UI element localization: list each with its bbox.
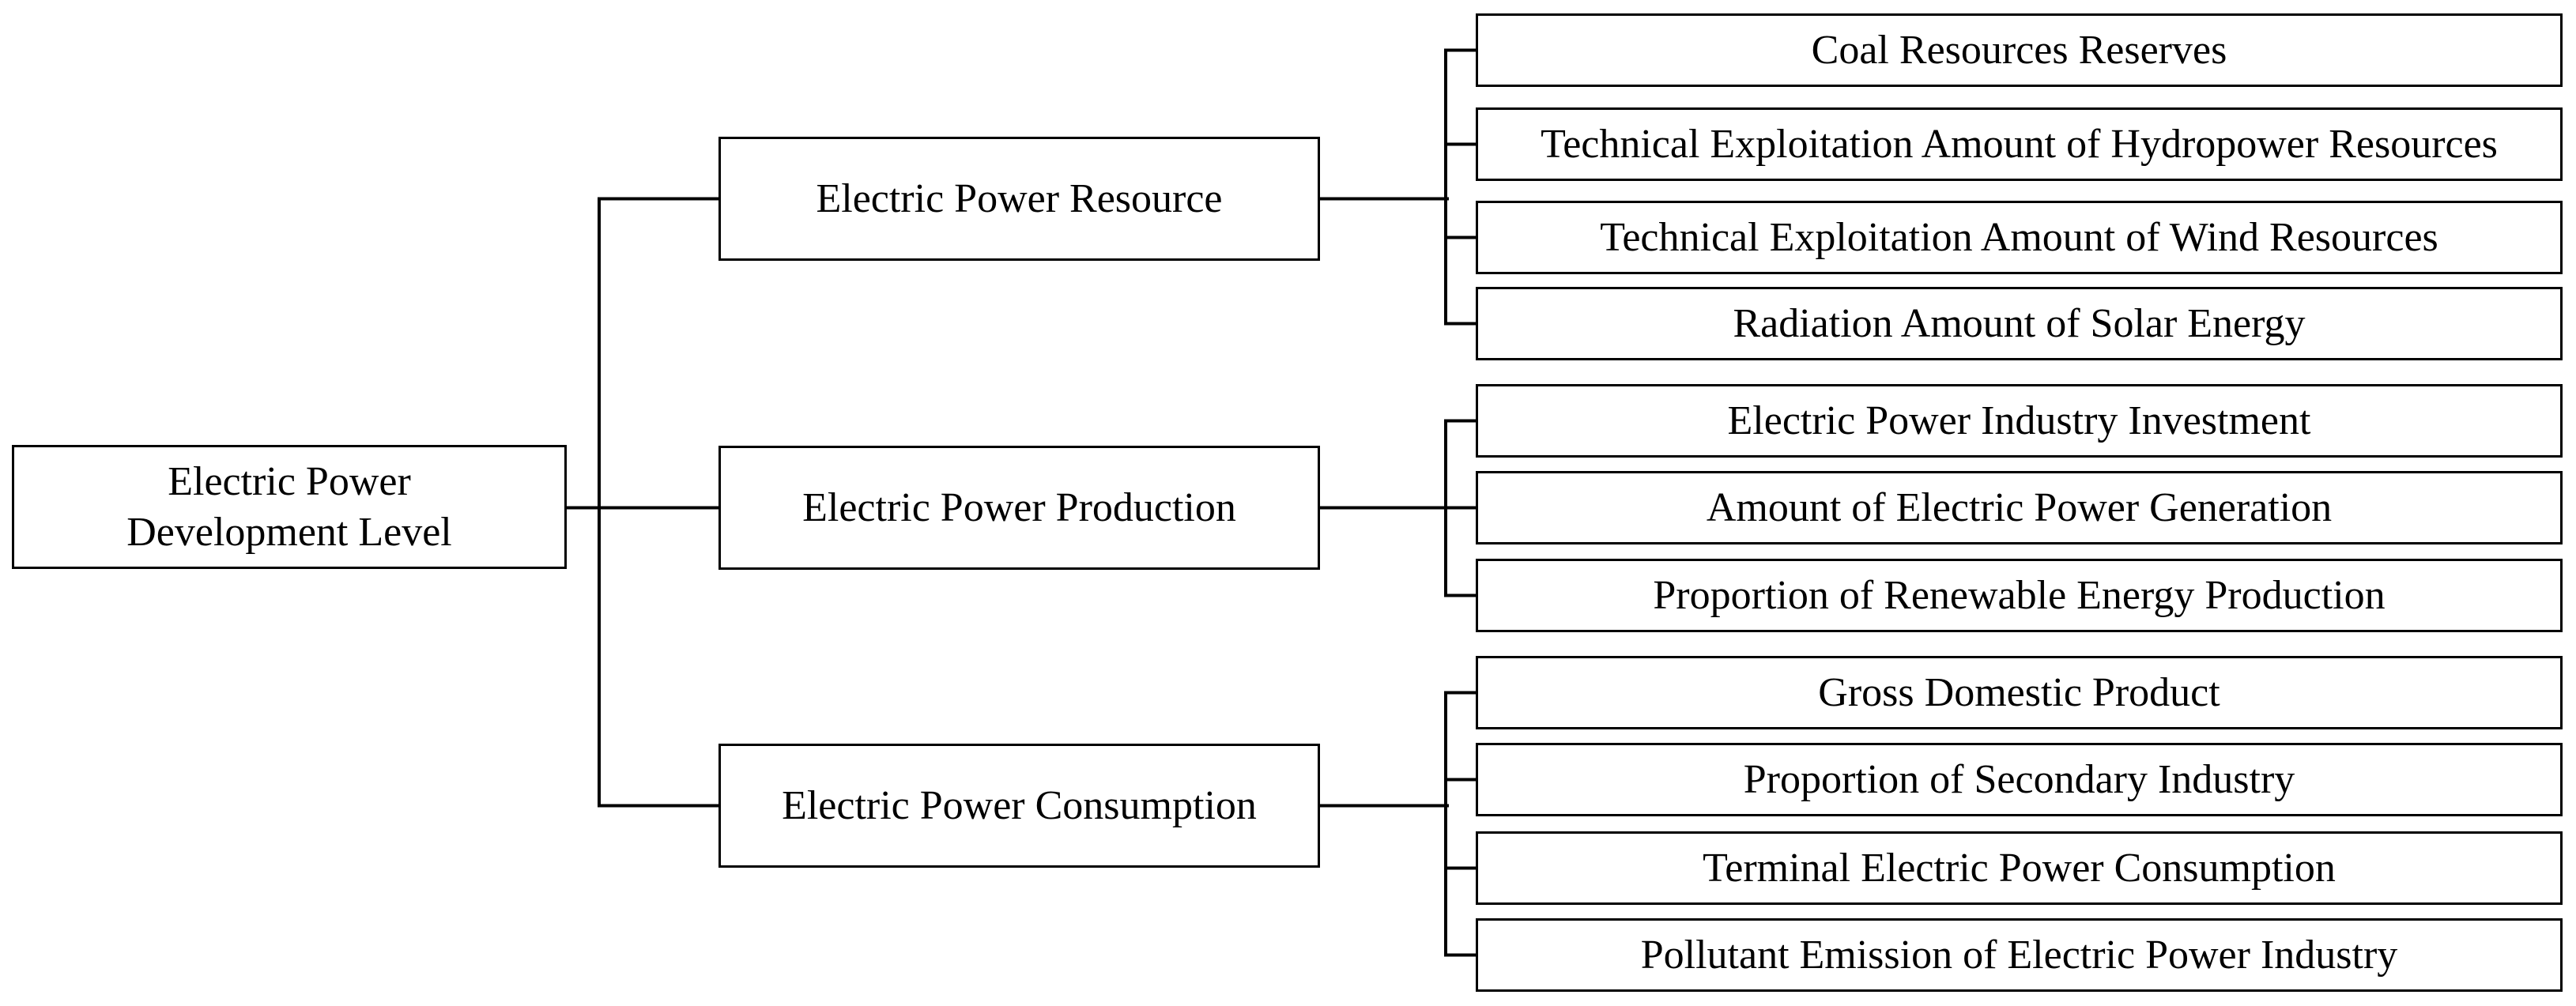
leaf-node-pollutant-emission: Pollutant Emission of Electric Power Ind…: [1476, 918, 2563, 992]
leaf-node-gross-domestic-product: Gross Domestic Product: [1476, 656, 2563, 729]
leaf-node-technical-exploitation-wind: Technical Exploitation Amount of Wind Re…: [1476, 201, 2563, 274]
leaf-node-industry-investment: Electric Power Industry Investment: [1476, 384, 2563, 458]
leaf-node-technical-exploitation-hydropower: Technical Exploitation Amount of Hydropo…: [1476, 107, 2563, 181]
leaf-node-coal-resources-reserves: Coal Resources Reserves: [1476, 13, 2563, 87]
root-node-electric-power-development-level: Electric Power Development Level: [12, 445, 567, 569]
leaf-node-amount-power-generation: Amount of Electric Power Generation: [1476, 471, 2563, 544]
leaf-node-proportion-secondary-industry: Proportion of Secondary Industry: [1476, 743, 2563, 816]
branch-node-electric-power-production: Electric Power Production: [718, 446, 1320, 570]
branch-node-electric-power-consumption: Electric Power Consumption: [718, 744, 1320, 868]
leaf-node-radiation-amount-solar: Radiation Amount of Solar Energy: [1476, 287, 2563, 360]
branch-node-electric-power-resource: Electric Power Resource: [718, 137, 1320, 261]
leaf-node-terminal-power-consumption: Terminal Electric Power Consumption: [1476, 831, 2563, 905]
leaf-node-proportion-renewable-production: Proportion of Renewable Energy Productio…: [1476, 559, 2563, 632]
